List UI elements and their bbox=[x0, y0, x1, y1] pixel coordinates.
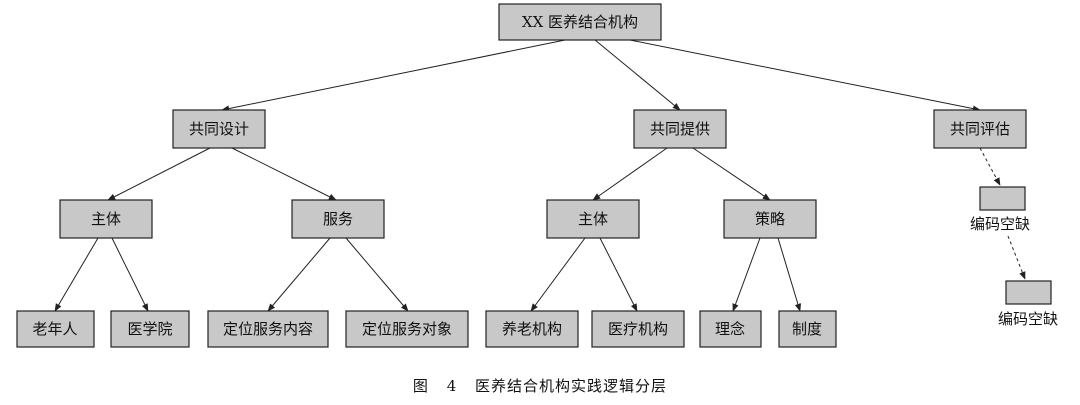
node-design-service: 服务 bbox=[291, 199, 385, 239]
node-co-evaluate-label: 共同评估 bbox=[950, 120, 1010, 138]
node-co-provide: 共同提供 bbox=[633, 109, 727, 149]
edge-missing1-missing2 bbox=[1007, 235, 1026, 280]
node-service-content-label: 定位服务内容 bbox=[223, 320, 313, 338]
node-system: 制度 bbox=[778, 310, 837, 348]
node-medical-institution: 医疗机构 bbox=[591, 310, 685, 348]
edge-service-target bbox=[345, 237, 409, 312]
node-co-design-label: 共同设计 bbox=[189, 120, 249, 138]
node-missing-code-1: 编码空缺 bbox=[970, 186, 1030, 233]
node-eldercare-institution: 养老机构 bbox=[485, 310, 579, 348]
node-provide-subject-label: 主体 bbox=[578, 210, 608, 228]
node-service-target-label: 定位服务对象 bbox=[362, 320, 452, 338]
edge-root-evaluate bbox=[629, 39, 981, 112]
node-design-subject: 主体 bbox=[59, 199, 153, 239]
edge-service-content bbox=[267, 237, 331, 312]
node-medical-school: 医学院 bbox=[110, 310, 190, 348]
edge-design-subject bbox=[107, 147, 211, 201]
node-provide-strategy: 策略 bbox=[723, 199, 817, 239]
node-elderly-label: 老年人 bbox=[32, 320, 77, 338]
edge-subject2-medical bbox=[599, 237, 638, 312]
node-eldercare-institution-label: 养老机构 bbox=[502, 320, 562, 338]
figure-label: 图 bbox=[412, 377, 429, 395]
node-medical-school-label: 医学院 bbox=[127, 320, 172, 338]
edge-subject-elderly bbox=[54, 237, 99, 312]
edge-root-provide bbox=[594, 39, 681, 111]
node-medical-institution-label: 医疗机构 bbox=[608, 320, 668, 338]
node-root-label: XX 医养结合机构 bbox=[522, 13, 638, 31]
node-concept-label: 理念 bbox=[715, 320, 745, 338]
figure-title: 医养结合机构实践逻辑分层 bbox=[475, 377, 668, 395]
edge-root-design bbox=[221, 39, 566, 112]
edge-provide-subject bbox=[592, 147, 668, 201]
node-co-evaluate: 共同评估 bbox=[933, 109, 1027, 149]
node-co-design: 共同设计 bbox=[172, 109, 266, 149]
node-provide-strategy-label: 策略 bbox=[755, 210, 785, 228]
edge-subject2-eldercare bbox=[530, 237, 586, 312]
edge-design-service bbox=[231, 147, 337, 201]
node-missing-code-2: 编码空缺 bbox=[998, 280, 1058, 328]
node-provide-subject: 主体 bbox=[546, 199, 640, 239]
node-service-content: 定位服务内容 bbox=[207, 310, 329, 348]
node-elderly: 老年人 bbox=[16, 310, 95, 348]
edge-evaluate-missing1 bbox=[979, 147, 1001, 186]
edge-strategy-system bbox=[777, 237, 801, 312]
figure-number: 4 bbox=[446, 377, 458, 395]
node-missing-code-2-label: 编码空缺 bbox=[998, 310, 1058, 328]
node-design-subject-label: 主体 bbox=[91, 210, 121, 228]
node-design-service-label: 服务 bbox=[323, 210, 353, 228]
node-service-target: 定位服务对象 bbox=[345, 310, 469, 348]
hierarchy-diagram: XX 医养结合机构 共同设计 共同提供 共同评估 主体 服务 主体 策略 老年人… bbox=[16, 3, 1058, 348]
edge-strategy-concept bbox=[732, 237, 761, 312]
node-missing-code-1-label: 编码空缺 bbox=[970, 215, 1030, 233]
node-system-label: 制度 bbox=[792, 320, 822, 338]
node-co-provide-label: 共同提供 bbox=[650, 120, 710, 138]
edge-subject-medschool bbox=[111, 237, 149, 312]
node-root: XX 医养结合机构 bbox=[498, 3, 662, 41]
node-concept: 理念 bbox=[699, 310, 762, 348]
edge-provide-strategy bbox=[692, 147, 771, 201]
figure-caption: 图 4 医养结合机构实践逻辑分层 bbox=[0, 375, 1080, 396]
